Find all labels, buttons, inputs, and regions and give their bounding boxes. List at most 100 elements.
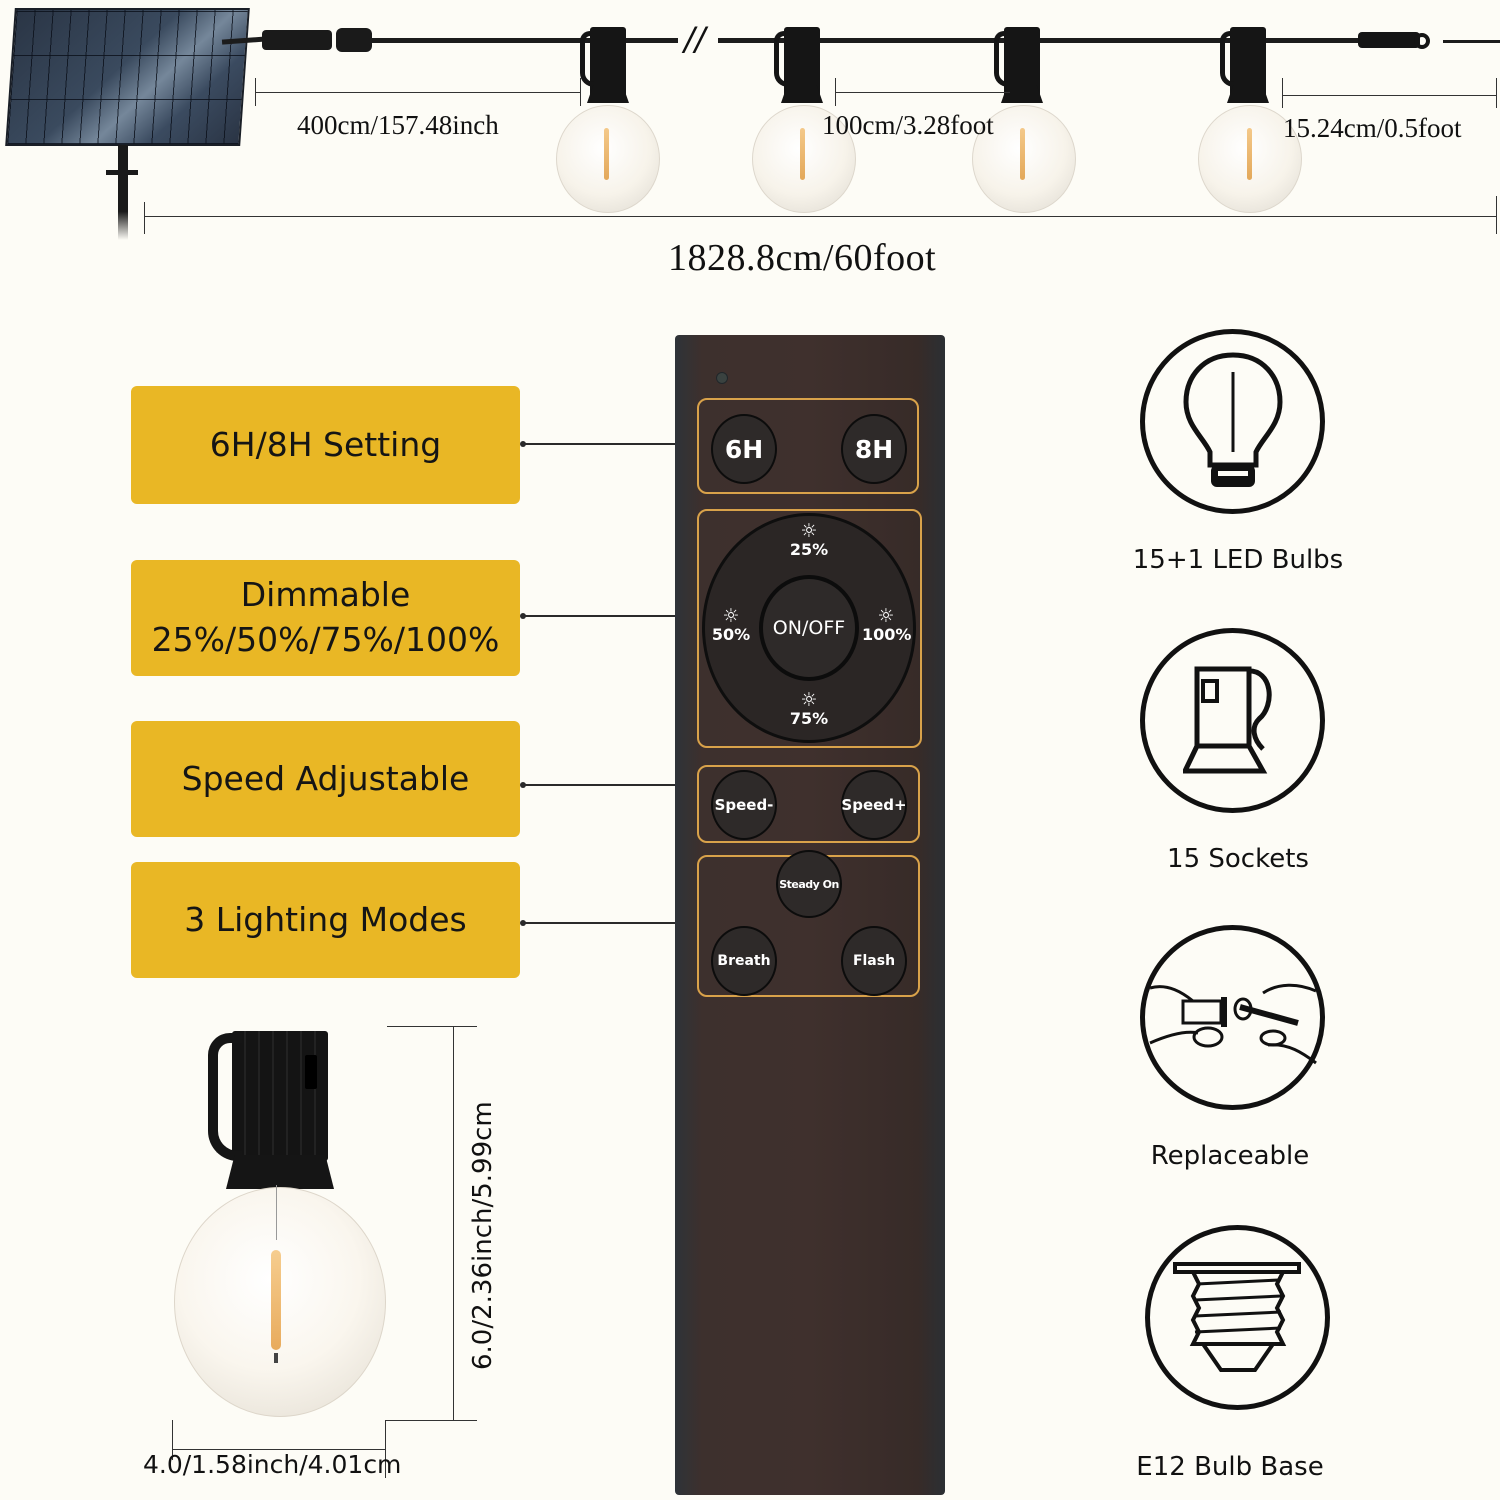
bulb-brightness-icon: ☼	[877, 605, 895, 627]
dimension-label-spacing: 100cm/3.28foot	[822, 110, 994, 140]
speed-button-group	[697, 765, 920, 843]
spec-led-bulbs-badge	[1140, 329, 1325, 514]
spec-sockets-badge	[1140, 628, 1325, 813]
button-label: 8H	[854, 434, 894, 464]
bulb-brightness-icon: ☼	[800, 689, 818, 711]
dimension-label-lead: 400cm/157.48inch	[297, 110, 499, 140]
brightness-25-button[interactable]: ☼ 25%	[787, 522, 831, 558]
connector-line	[520, 782, 700, 788]
filament	[800, 128, 805, 180]
spec-sockets-label: 15 Sockets	[1167, 844, 1309, 874]
timer-button-group	[697, 398, 919, 494]
timer-6h-button[interactable]: 6H	[711, 414, 777, 484]
button-label: 100%	[862, 625, 912, 644]
connector-line	[520, 920, 700, 926]
width-dimension-tick	[385, 1420, 386, 1478]
bulb-height-label: 6.0/2.36inch/5.99cm	[468, 1101, 498, 1370]
remote-indicator-led	[716, 372, 728, 384]
dimension-tick	[1496, 196, 1497, 234]
height-dimension-line	[453, 1026, 454, 1420]
feature-timer-label: 6H/8H Setting	[131, 386, 520, 504]
socket	[774, 27, 820, 102]
dimension-line	[1282, 95, 1497, 96]
feature-speed-label: Speed Adjustable	[131, 721, 520, 837]
bulb-detail-image	[170, 1025, 390, 1425]
socket-hook	[208, 1033, 242, 1161]
total-length-label: 1828.8cm/60foot	[668, 237, 937, 279]
spec-e12-base-badge	[1145, 1225, 1330, 1410]
socket	[1220, 27, 1266, 102]
socket	[994, 27, 1040, 102]
dimension-tick	[580, 78, 581, 106]
filament-tip	[274, 1353, 278, 1363]
steady-on-button[interactable]: Steady On	[776, 850, 842, 918]
dimension-line	[255, 92, 580, 93]
feature-dimmable-label: Dimmable 25%/50%/75%/100%	[131, 560, 520, 676]
dimension-tick	[1282, 78, 1283, 108]
end-cable	[1443, 40, 1500, 43]
dimension-tick	[835, 78, 836, 106]
filament	[1020, 128, 1025, 180]
socket-body	[232, 1031, 328, 1161]
connector-line	[520, 613, 700, 619]
width-dimension-line	[172, 1449, 385, 1450]
button-label: 75%	[789, 709, 829, 728]
socket-icon	[1182, 666, 1272, 773]
speed-up-button[interactable]: Speed+	[841, 770, 907, 840]
main-cable	[370, 38, 678, 43]
height-dimension-bottom	[385, 1420, 477, 1421]
solar-panel-image	[5, 8, 250, 146]
socket	[580, 27, 626, 102]
replace-bulb-icon	[1148, 983, 1317, 1064]
button-label: Speed-	[714, 796, 774, 814]
button-label: 50%	[711, 625, 751, 644]
solar-stake-flange	[106, 170, 138, 175]
button-label: 25%	[789, 540, 829, 559]
connector-line	[520, 441, 700, 447]
flash-mode-button[interactable]: Flash	[841, 926, 907, 996]
brightness-100-button[interactable]: ☼ 100%	[862, 605, 912, 644]
end-plug	[1358, 32, 1420, 48]
timer-8h-button[interactable]: 8H	[841, 414, 907, 484]
solar-stake	[118, 145, 128, 240]
feature-text: Dimmable	[240, 575, 411, 615]
socket-slot	[305, 1055, 317, 1089]
filament-wire	[276, 1185, 277, 1240]
break-mark: //	[684, 20, 706, 58]
feature-text: 6H/8H Setting	[209, 424, 442, 464]
width-dimension-tick	[172, 1420, 173, 1460]
button-label: Steady On	[779, 877, 839, 891]
end-plug-ring	[1414, 33, 1430, 49]
button-label: 6H	[724, 434, 764, 464]
led-bulb-icon	[1182, 351, 1283, 487]
filament	[1247, 128, 1252, 180]
bulb-width-label: 4.0/1.58inch/4.01cm	[143, 1450, 402, 1479]
filament	[604, 128, 609, 180]
total-dimension-line	[144, 216, 1496, 217]
spec-led-bulbs-label: 15+1 LED Bulbs	[1132, 545, 1344, 575]
dimension-tick	[255, 78, 256, 106]
dimmer-button-group	[697, 509, 922, 748]
breath-mode-button[interactable]: Breath	[711, 926, 777, 996]
socket-collar	[226, 1155, 334, 1189]
button-label: Flash	[852, 953, 896, 969]
button-label: Speed+	[841, 796, 907, 814]
feature-text: Speed Adjustable	[181, 758, 470, 798]
brightness-50-button[interactable]: ☼ 50%	[709, 607, 753, 643]
bulb-brightness-icon: ☼	[800, 520, 818, 542]
filament	[271, 1250, 281, 1350]
height-dimension-top	[387, 1026, 477, 1027]
button-label: ON/OFF	[772, 617, 846, 639]
dimension-label-end: 15.24cm/0.5foot	[1283, 113, 1462, 143]
brightness-75-button[interactable]: ☼ 75%	[787, 691, 831, 727]
feature-text: 25%/50%/75%/100%	[151, 620, 500, 659]
spec-e12-base-label: E12 Bulb Base	[1136, 1452, 1324, 1482]
button-label: Breath	[717, 953, 771, 969]
spec-replaceable-label: Replaceable	[1150, 1141, 1310, 1171]
power-on-off-button[interactable]: ON/OFF	[759, 575, 859, 681]
dimension-tick	[144, 202, 145, 234]
bulb	[972, 105, 1076, 213]
screw-base-icon	[1172, 1261, 1301, 1372]
speed-down-button[interactable]: Speed-	[711, 770, 777, 840]
feature-modes-label: 3 Lighting Modes	[131, 862, 520, 978]
